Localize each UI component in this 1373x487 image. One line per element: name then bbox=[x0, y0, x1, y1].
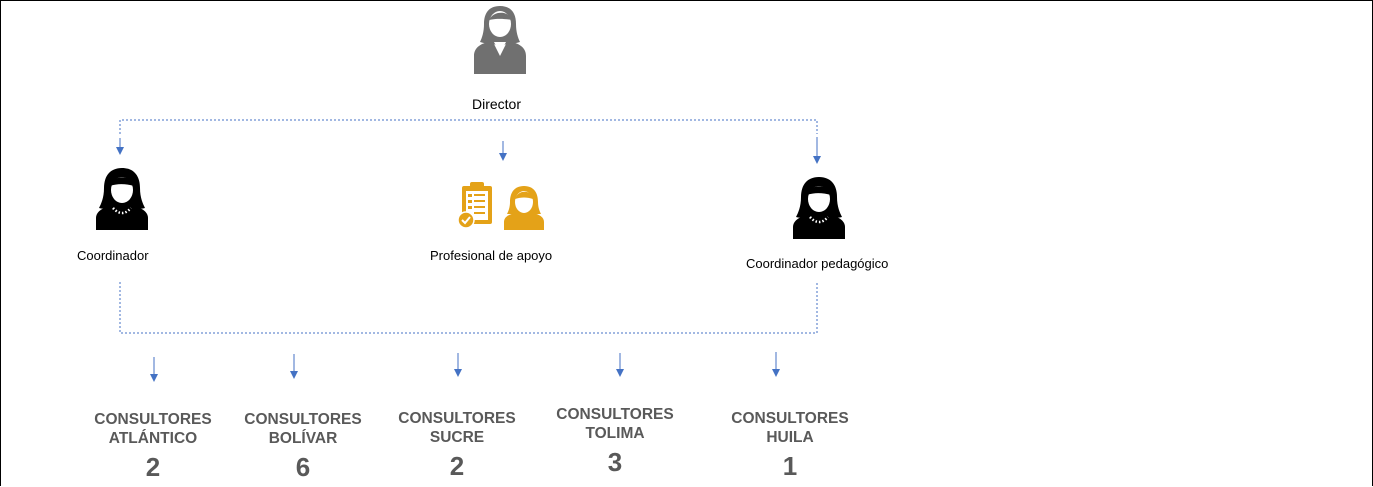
consultores-count: 1 bbox=[782, 451, 798, 481]
consultores-count: 2 bbox=[449, 451, 465, 481]
consultores-title: CONSULTORES bbox=[398, 410, 516, 427]
consultores-region: HUILA bbox=[766, 429, 814, 446]
consultores-title: CONSULTORES bbox=[556, 406, 674, 423]
consultores-count: 2 bbox=[145, 452, 161, 482]
coordinador-pedagogico-label: Coordinador pedagógico bbox=[746, 256, 889, 271]
consultores-sucre: CONSULTORES SUCRE 2 bbox=[382, 409, 532, 481]
coordinador-label: Coordinador bbox=[77, 248, 149, 263]
consultores-tolima: CONSULTORES TOLIMA 3 bbox=[540, 405, 690, 477]
clipboard-person-icon bbox=[457, 182, 544, 230]
consultores-region: SUCRE bbox=[429, 429, 485, 446]
consultores-bolivar: CONSULTORES BOLÍVAR 6 bbox=[228, 410, 378, 482]
bottom-bracket-line bbox=[119, 282, 818, 334]
consultores-huila: CONSULTORES HUILA 1 bbox=[715, 409, 865, 481]
profesional-node bbox=[456, 180, 552, 230]
top-bracket-line bbox=[119, 119, 818, 134]
coordinador-node bbox=[94, 166, 150, 230]
consultores-title: CONSULTORES bbox=[244, 411, 362, 428]
consultores-title: CONSULTORES bbox=[94, 411, 212, 428]
consultores-count: 6 bbox=[295, 452, 311, 482]
consultores-title: CONSULTORES bbox=[731, 410, 849, 427]
person-female-icon bbox=[474, 6, 526, 74]
consultores-region: ATLÁNTICO bbox=[108, 430, 198, 447]
consultores-atlantico: CONSULTORES ATLÁNTICO 2 bbox=[78, 410, 228, 482]
coordinador-pedagogico-node bbox=[791, 175, 847, 239]
profesional-label: Profesional de apoyo bbox=[430, 248, 553, 263]
person-female-icon bbox=[96, 168, 148, 230]
consultores-region: TOLIMA bbox=[585, 425, 645, 442]
person-female-icon bbox=[793, 177, 845, 239]
consultores-count: 3 bbox=[607, 447, 623, 477]
director-label: Director bbox=[472, 96, 522, 112]
director-node bbox=[472, 2, 528, 74]
consultores-region: BOLÍVAR bbox=[268, 430, 338, 447]
